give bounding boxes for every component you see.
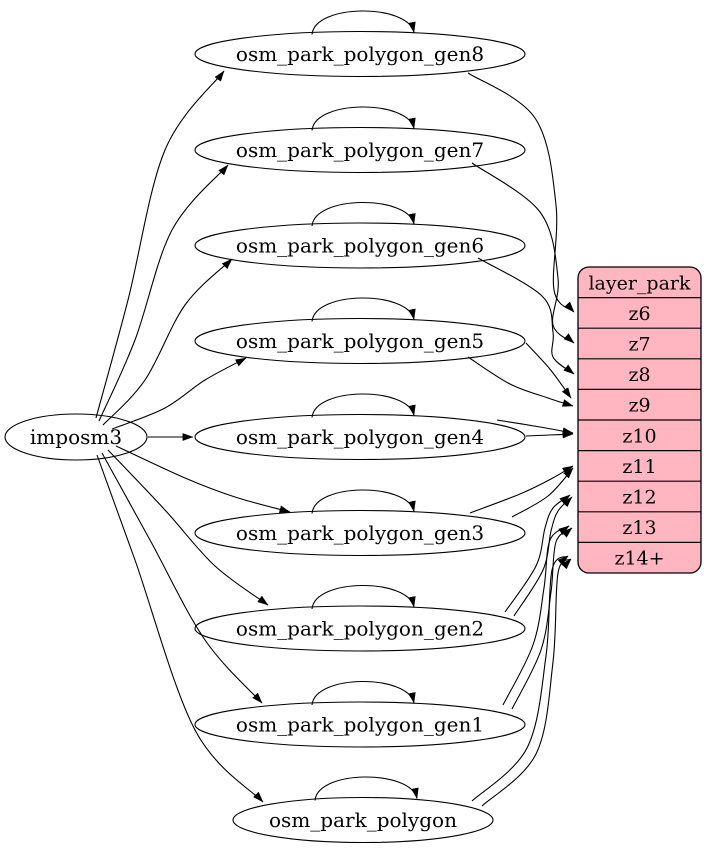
edge-osm_park_polygon_gen2-z12-1 — [513, 496, 573, 617]
self-loop-osm_park_polygon_gen2 — [311, 585, 416, 610]
edge-imposm3-osm_park_polygon_gen2 — [107, 449, 269, 606]
node-label: osm_park_polygon_gen1 — [236, 713, 484, 737]
layer-row-label: z14+ — [614, 548, 664, 570]
node-osm_park_polygon_gen6 — [194, 222, 526, 269]
edge-osm_park_polygon-z14+-2 — [471, 555, 569, 802]
node-label: osm_park_polygon_gen7 — [236, 138, 484, 162]
edge-osm_park_polygon_gen6-z8 — [477, 257, 575, 375]
self-loop-osm_park_polygon_gen1 — [311, 681, 416, 706]
node-label: osm_park_polygon_gen5 — [236, 329, 484, 353]
edge-osm_park_polygon_gen1-z13-2 — [502, 525, 570, 706]
edge-imposm3-osm_park_polygon_gen6 — [102, 258, 233, 426]
edge-osm_park_polygon_gen1-z13-1 — [511, 527, 573, 710]
edge-osm_park_polygon_gen7-z7 — [471, 162, 575, 344]
edge-osm_park_polygon_gen2-z12-2 — [504, 494, 571, 613]
node-osm_park_polygon — [232, 796, 494, 844]
edge-imposm3-osm_park_polygon_gen8 — [95, 70, 225, 419]
node-imposm3 — [4, 413, 148, 461]
node-label: osm_park_polygon_gen8 — [236, 42, 484, 66]
node-osm_park_polygon_gen4 — [194, 413, 526, 461]
edge-osm_park_polygon-z14+-1 — [481, 558, 572, 807]
source-label: imposm3 — [30, 425, 122, 449]
node-osm_park_polygon_gen1 — [194, 701, 526, 748]
node-osm_park_polygon_gen3 — [194, 509, 526, 557]
node-label: osm_park_polygon_gen4 — [236, 425, 484, 449]
layer-row-label: z6 — [628, 303, 650, 325]
edge-osm_park_polygon_gen5-z9-1 — [525, 342, 572, 399]
self-loop-osm_park_polygon_gen4 — [311, 393, 416, 418]
node-osm_park_polygon_gen8 — [194, 30, 526, 78]
self-loop-osm_park_polygon — [314, 776, 419, 801]
edge-imposm3-osm_park_polygon_gen1 — [101, 452, 263, 704]
layer-title: layer_park — [588, 272, 691, 294]
layer-row-label: z13 — [622, 517, 656, 539]
edge-osm_park_polygon_gen4-z10-1 — [525, 430, 574, 439]
node-label: osm_park_polygon_gen2 — [236, 617, 484, 641]
self-loop-osm_park_polygon_gen6 — [311, 202, 416, 227]
edge-imposm3-osm_park_polygon_gen7 — [98, 164, 229, 422]
layer-row-label: z12 — [622, 487, 656, 509]
edge-osm_park_polygon_gen5-z9-2 — [467, 356, 574, 407]
edge-imposm3-osm_park_polygon — [96, 454, 264, 803]
self-loop-osm_park_polygon_gen5 — [311, 297, 416, 322]
node-label: osm_park_polygon_gen6 — [236, 234, 484, 258]
node-label: osm_park_polygon — [269, 808, 457, 832]
layer-row-label: z10 — [622, 425, 656, 447]
self-loop-osm_park_polygon_gen3 — [311, 489, 416, 514]
node-osm_park_polygon_gen2 — [194, 605, 526, 652]
node-label: osm_park_polygon_gen3 — [236, 521, 484, 545]
layer-row-label: z8 — [628, 364, 650, 386]
self-loop-osm_park_polygon_gen7 — [311, 106, 416, 131]
self-loop-osm_park_polygon_gen8 — [311, 10, 416, 35]
edge-osm_park_polygon_gen3-z11-2 — [511, 467, 574, 518]
edge-imposm3-osm_park_polygon_gen3 — [115, 445, 291, 513]
node-osm_park_polygon_gen5 — [194, 317, 526, 365]
edge-imposm3-osm_park_polygon_gen5 — [111, 357, 247, 430]
edge-osm_park_polygon_gen3-z11-1 — [469, 465, 574, 514]
layer-row-label: z7 — [628, 334, 650, 356]
edge-osm_park_polygon_gen4-z10-2 — [496, 419, 574, 435]
layer-row-label: z9 — [628, 395, 650, 417]
layer-row-label: z11 — [622, 456, 656, 478]
node-osm_park_polygon_gen7 — [194, 126, 526, 174]
